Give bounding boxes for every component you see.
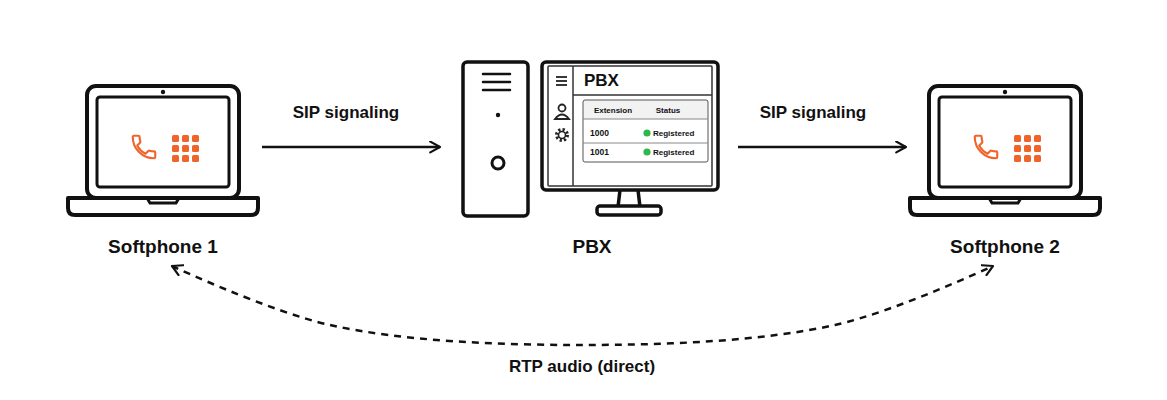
- keypad-key: [182, 145, 189, 152]
- laptop-illustration: [906, 84, 1104, 260]
- keypad-key: [172, 155, 179, 162]
- keypad-key: [182, 155, 189, 162]
- laptop-display: [97, 97, 229, 187]
- screen-title: PBX: [584, 71, 619, 91]
- keypad-key: [1034, 145, 1041, 152]
- edge-label: SIP signaling: [760, 103, 866, 123]
- edge-label: SIP signaling: [293, 103, 399, 123]
- monitor-screen: [548, 66, 712, 186]
- keypad-key: [1024, 155, 1031, 162]
- monitor-frame: [542, 62, 718, 190]
- table-cell: 1001: [590, 147, 609, 157]
- laptop-illustration: [66, 84, 260, 260]
- node-label: Softphone 2: [906, 234, 1104, 260]
- laptop-notch: [989, 198, 1021, 203]
- softphone-laptop: Softphone 2: [906, 84, 1104, 260]
- table-cell: Registered: [653, 148, 694, 157]
- keypad-key: [192, 155, 199, 162]
- power-button: [492, 157, 504, 169]
- tower-led: [496, 113, 500, 117]
- keypad-key: [192, 145, 199, 152]
- laptop-base: [910, 198, 1100, 215]
- edge-label: RTP audio (direct): [509, 357, 655, 377]
- softphone-laptop: Softphone 1: [66, 84, 260, 260]
- laptop-camera: [161, 90, 165, 94]
- laptop-notch: [147, 198, 179, 203]
- table-header: Status: [656, 106, 680, 115]
- keypad-key: [1014, 155, 1021, 162]
- phone-icon: [133, 136, 156, 159]
- table-cell: Registered: [653, 129, 694, 138]
- server-tower: [463, 62, 528, 216]
- tower-vent: [483, 81, 510, 84]
- monitor-foot: [597, 206, 661, 215]
- node-label: PBX: [460, 234, 724, 260]
- phone-icon: [975, 136, 998, 159]
- keypad-key: [1034, 135, 1041, 142]
- table-header: Extension: [594, 106, 632, 115]
- keypad-key: [1024, 135, 1031, 142]
- keypad-key: [172, 135, 179, 142]
- laptop-screen: [87, 86, 239, 198]
- signaling-arrow: [262, 146, 440, 149]
- keypad-key: [1014, 135, 1021, 142]
- laptop-camera: [1003, 90, 1007, 94]
- keypad-key: [192, 135, 199, 142]
- laptop-base: [68, 198, 258, 215]
- tower-vent: [483, 73, 510, 76]
- signaling-arrow: [738, 146, 906, 149]
- node-label: Softphone 1: [66, 234, 260, 260]
- laptop-screen: [929, 86, 1081, 198]
- keypad-key: [1034, 155, 1041, 162]
- laptop-display: [939, 97, 1071, 187]
- keypad-key: [1014, 145, 1021, 152]
- keypad-key: [1024, 145, 1031, 152]
- keypad-key: [172, 145, 179, 152]
- keypad-key: [182, 135, 189, 142]
- media-stream-arrow: [172, 266, 993, 345]
- table-cell: 1000: [590, 128, 609, 138]
- tower-vent: [483, 89, 510, 92]
